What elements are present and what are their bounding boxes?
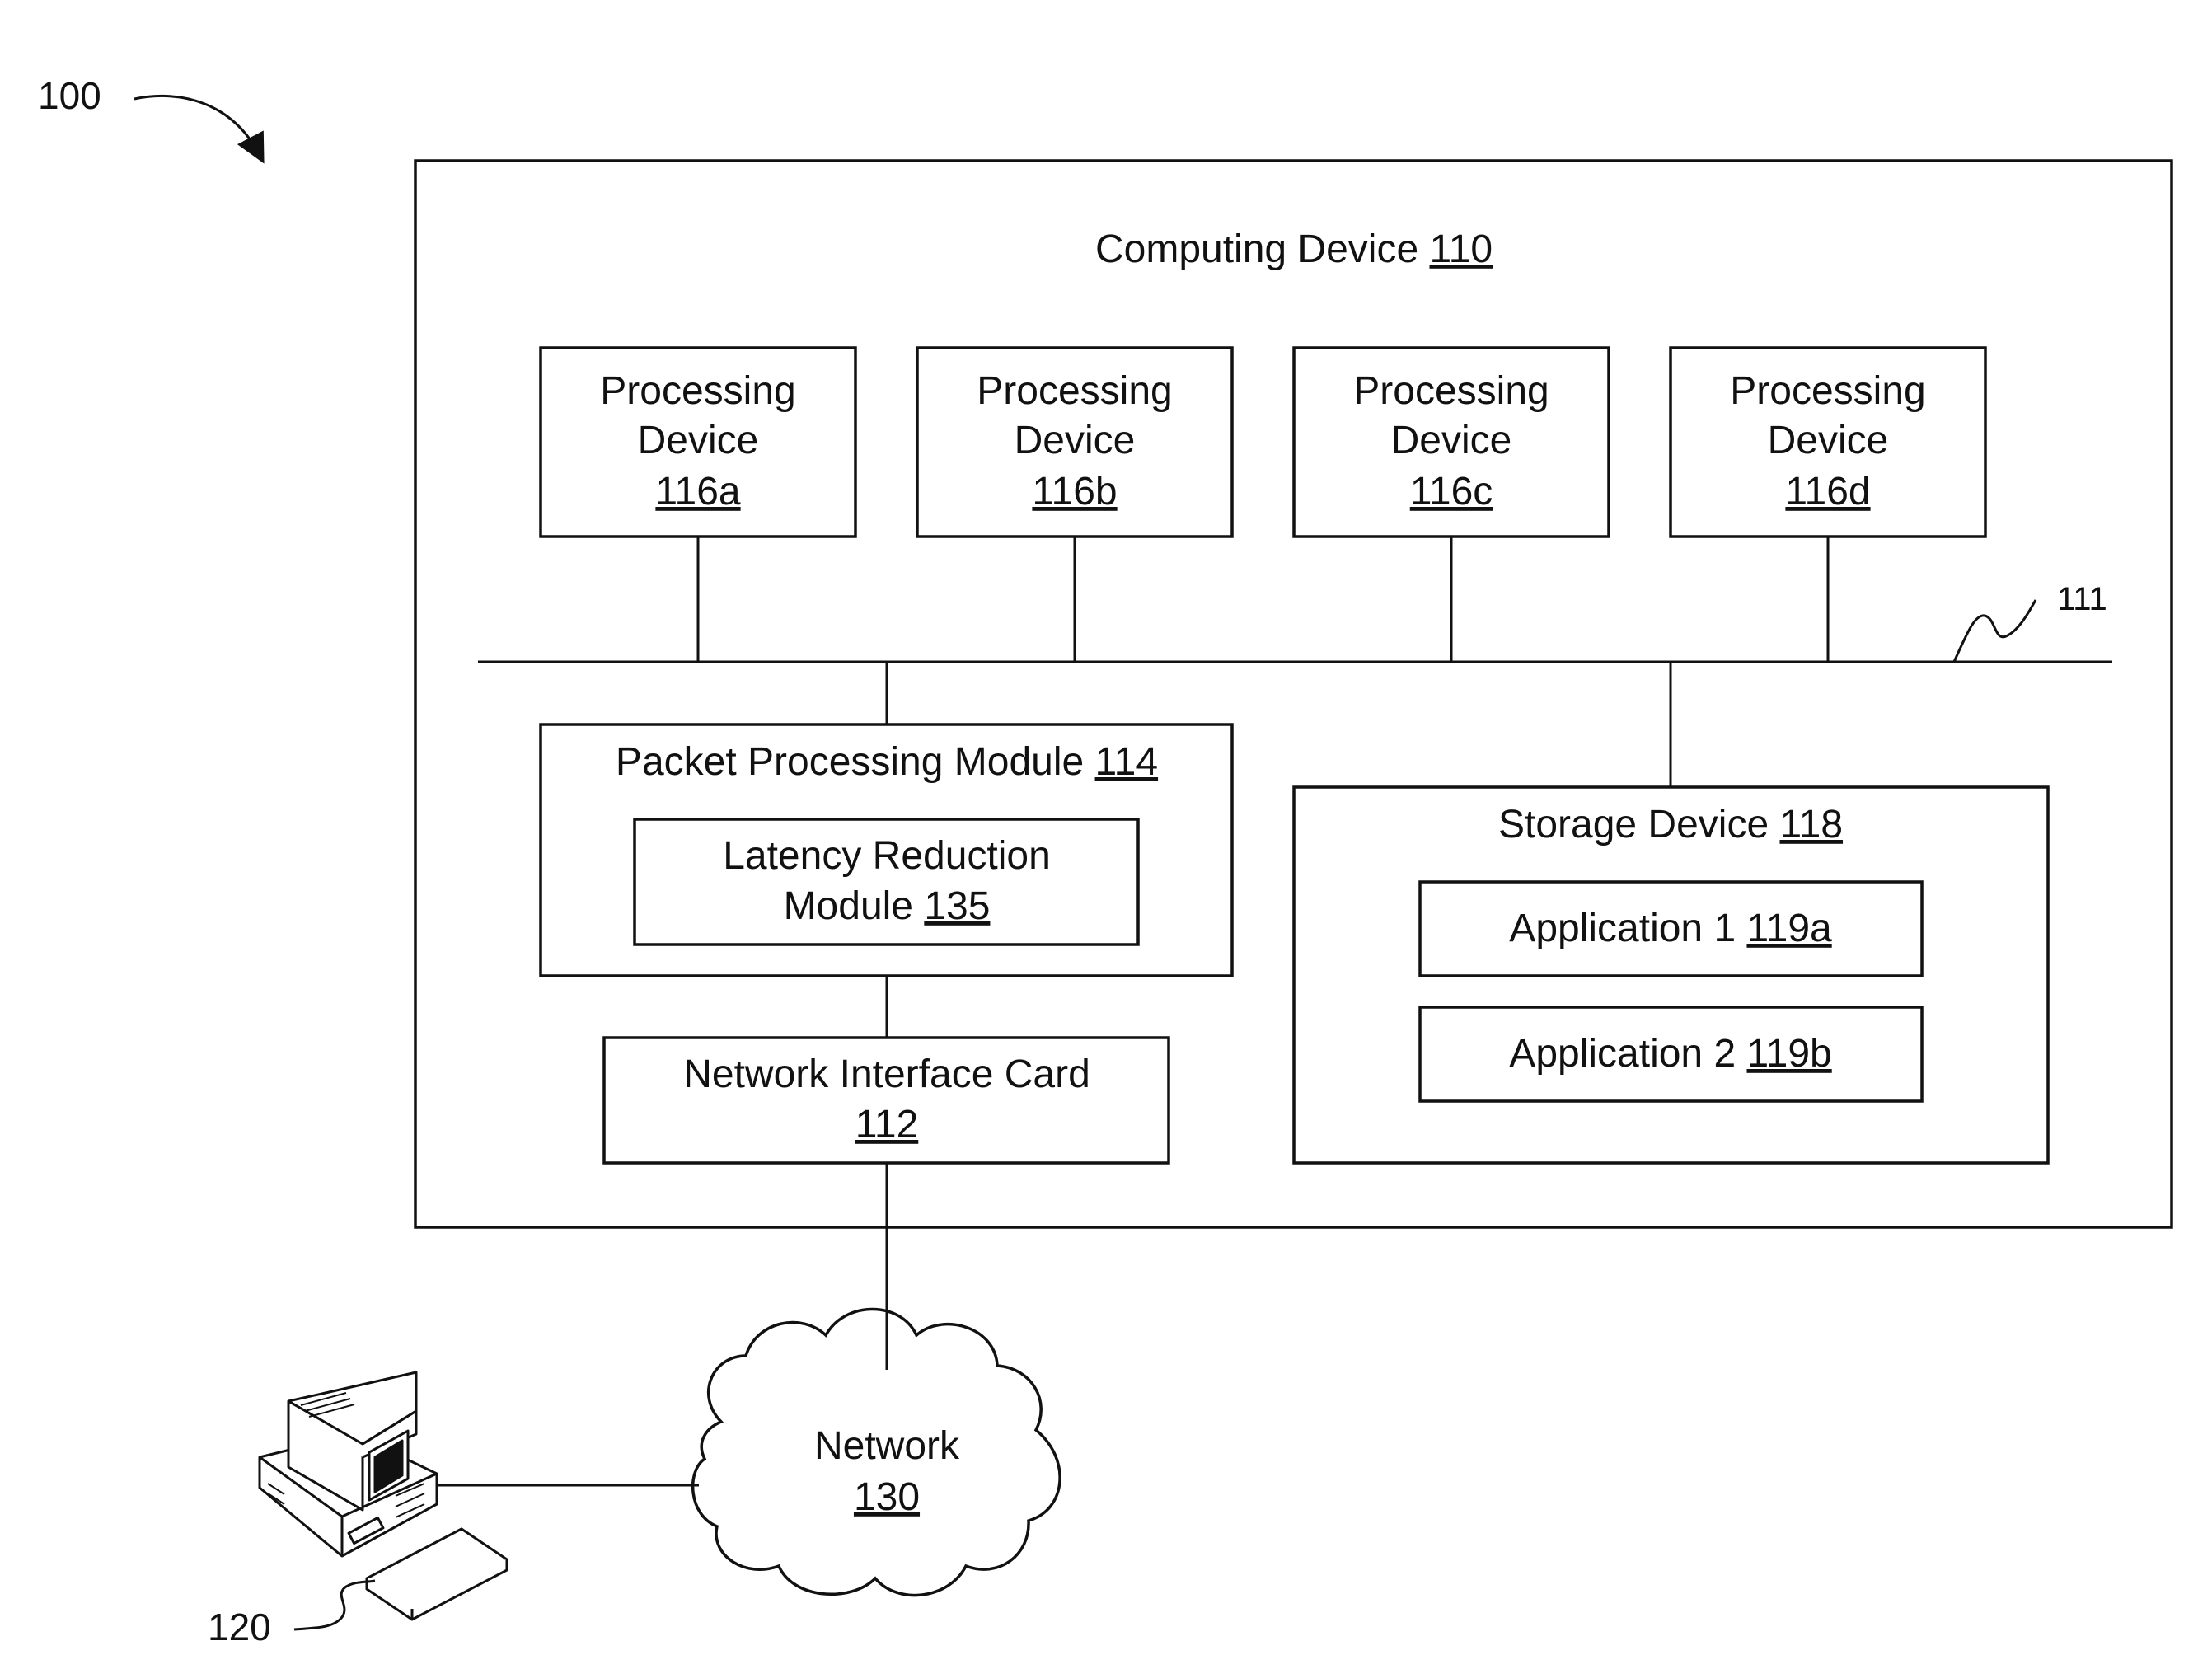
svg-text:116c: 116c: [1410, 470, 1493, 513]
application-1-label: Application 1 119a: [1509, 907, 1832, 950]
svg-text:116a: 116a: [655, 470, 741, 513]
network-interface-card-ref: 112: [855, 1103, 919, 1146]
svg-text:Processing: Processing: [977, 369, 1172, 413]
network-interface-card-line1: Network Interface Card: [683, 1053, 1090, 1096]
processing-device-116c: Processing Device 116c: [1294, 348, 1609, 537]
computing-device-title: Computing Device 110: [1095, 227, 1493, 271]
latency-reduction-module-line1: Latency Reduction: [723, 834, 1051, 878]
svg-text:116b: 116b: [1032, 470, 1117, 513]
svg-text:Device: Device: [1768, 419, 1889, 462]
network-ref: 130: [854, 1475, 920, 1519]
svg-text:Processing: Processing: [1730, 369, 1925, 413]
svg-text:Device: Device: [638, 419, 759, 462]
figure-ref-arrow: [134, 96, 260, 155]
figure-ref-label: 100: [38, 74, 101, 117]
processing-device-116b: Processing Device 116b: [917, 348, 1232, 537]
svg-text:Processing: Processing: [600, 369, 795, 413]
bus-ref-squiggle: [1954, 600, 2036, 662]
latency-reduction-module-line2: Module 135: [784, 884, 991, 928]
client-computer-icon: [260, 1372, 507, 1620]
svg-text:Device: Device: [1391, 419, 1512, 462]
client-ref-label: 120: [208, 1606, 271, 1648]
storage-device-title: Storage Device 118: [1498, 803, 1843, 846]
svg-text:Processing: Processing: [1353, 369, 1549, 413]
application-2-label: Application 2 119b: [1509, 1032, 1831, 1076]
network-label: Network: [814, 1424, 960, 1468]
client-ref-squiggle: [294, 1581, 375, 1629]
svg-text:116d: 116d: [1785, 470, 1870, 513]
bus-ref-label: 111: [2057, 581, 2107, 617]
svg-text:Device: Device: [1015, 419, 1136, 462]
processing-device-116a: Processing Device 116a: [541, 348, 855, 537]
packet-processing-module-title: Packet Processing Module 114: [616, 740, 1158, 784]
processing-device-116d: Processing Device 116d: [1671, 348, 1985, 537]
